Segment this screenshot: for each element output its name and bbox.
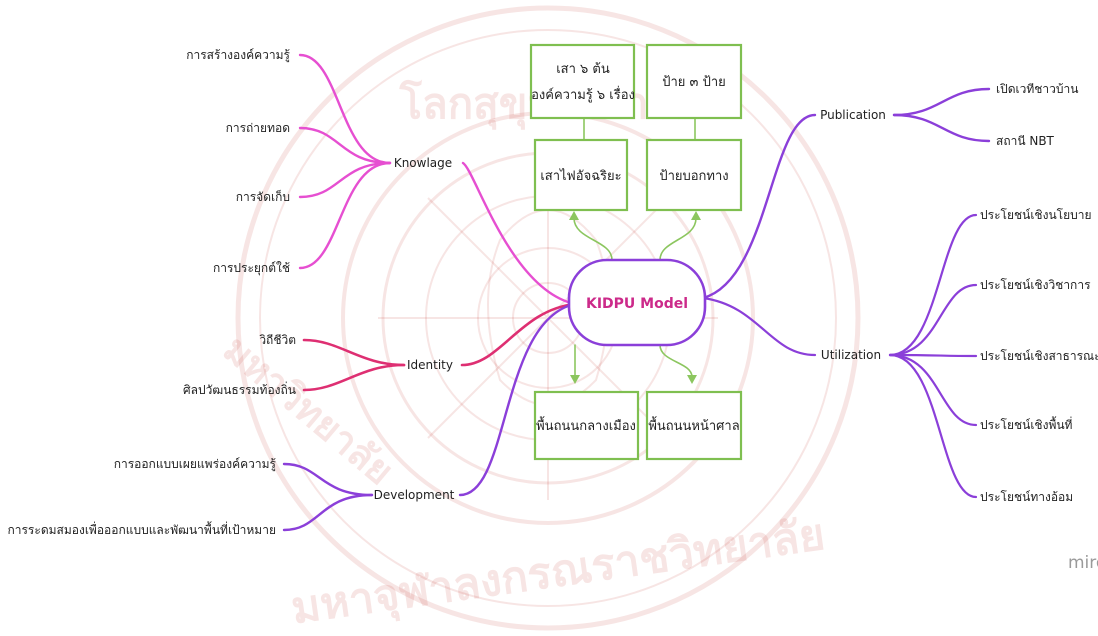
box-arrowheads bbox=[569, 211, 701, 384]
knowlage-item[interactable]: การประยุกต์ใช้ bbox=[213, 261, 290, 276]
box-signpost[interactable]: ป้ายบอกทาง bbox=[645, 138, 743, 212]
identity-item[interactable]: ศิลปวัฒนธรรมท้องถิ่น bbox=[183, 381, 296, 397]
branch-development[interactable]: Development bbox=[374, 488, 455, 502]
central-node-label: KIDPU Model bbox=[586, 296, 688, 312]
box-pillar-note-line-1: เสา ๖ ต้น bbox=[556, 62, 610, 77]
box-floor-city[interactable]: พื้นถนนกลางเมือง bbox=[533, 390, 640, 461]
publication-item[interactable]: สถานี NBT bbox=[996, 134, 1055, 148]
identity-item[interactable]: วิถีชีวิต bbox=[259, 333, 296, 347]
box-pillar-note[interactable]: เสา ๖ ต้น องค์ความรู้ ๖ เรื่อง bbox=[529, 43, 636, 120]
knowlage-item[interactable]: การจัดเก็บ bbox=[236, 189, 290, 204]
publication-item[interactable]: เปิดเวทีชาวบ้าน bbox=[996, 82, 1078, 96]
box-connectors bbox=[573, 117, 697, 378]
utilization-item[interactable]: ประโยชน์ทางอ้อม bbox=[980, 490, 1073, 504]
publication-connectors bbox=[701, 87, 991, 300]
utilization-item[interactable]: ประโยชน์เชิงสาธารณะ bbox=[980, 349, 1098, 363]
branch-identity[interactable]: Identity bbox=[407, 358, 453, 372]
branch-publication[interactable]: Publication bbox=[820, 108, 886, 122]
utilization-item[interactable]: ประโยชน์เชิงวิชาการ bbox=[980, 278, 1091, 292]
knowlage-connectors bbox=[298, 53, 577, 306]
identity-connectors bbox=[302, 302, 577, 392]
watermark-bottom-text: มหาจุฬาลงกรณราชวิทยาลัย bbox=[288, 509, 828, 636]
miro-logo: miro bbox=[1068, 553, 1098, 573]
box-sign-note[interactable]: ป้าย ๓ ป้าย bbox=[645, 43, 743, 120]
box-floor-front[interactable]: พื้นถนนหน้าศาล bbox=[645, 390, 743, 461]
utilization-item[interactable]: ประโยชน์เชิงพื้นที่ bbox=[980, 416, 1073, 432]
development-connectors bbox=[282, 302, 577, 532]
connectors bbox=[282, 53, 991, 532]
box-pillar-note-line-2: องค์ความรู้ ๖ เรื่อง bbox=[531, 86, 635, 103]
utilization-connectors bbox=[701, 213, 978, 499]
box-smart-pillar-label: เสาไฟอัจฉริยะ bbox=[540, 168, 621, 184]
box-floor-city-label: พื้นถนนกลางเมือง bbox=[536, 416, 636, 434]
box-sign-note-line-1: ป้าย ๓ ป้าย bbox=[662, 75, 726, 90]
utilization-item[interactable]: ประโยชน์เชิงนโยบาย bbox=[980, 208, 1092, 222]
knowlage-item[interactable]: การสร้างองค์ความรู้ bbox=[186, 48, 290, 63]
box-smart-pillar[interactable]: เสาไฟอัจฉริยะ bbox=[533, 138, 629, 212]
box-floor-front-label: พื้นถนนหน้าศาล bbox=[648, 416, 739, 434]
knowlage-item[interactable]: การถ่ายทอด bbox=[226, 121, 290, 135]
branch-utilization[interactable]: Utilization bbox=[821, 348, 881, 362]
central-node[interactable]: KIDPU Model bbox=[567, 258, 707, 347]
box-signpost-label: ป้ายบอกทาง bbox=[659, 169, 728, 184]
development-item[interactable]: การออกแบบเผยแพร่องค์ความรู้ bbox=[114, 457, 277, 472]
development-item[interactable]: การระดมสมองเพื่อออกแบบและพัฒนาพื้นที่เป้… bbox=[7, 521, 276, 537]
branch-knowlage[interactable]: Knowlage bbox=[394, 156, 452, 170]
